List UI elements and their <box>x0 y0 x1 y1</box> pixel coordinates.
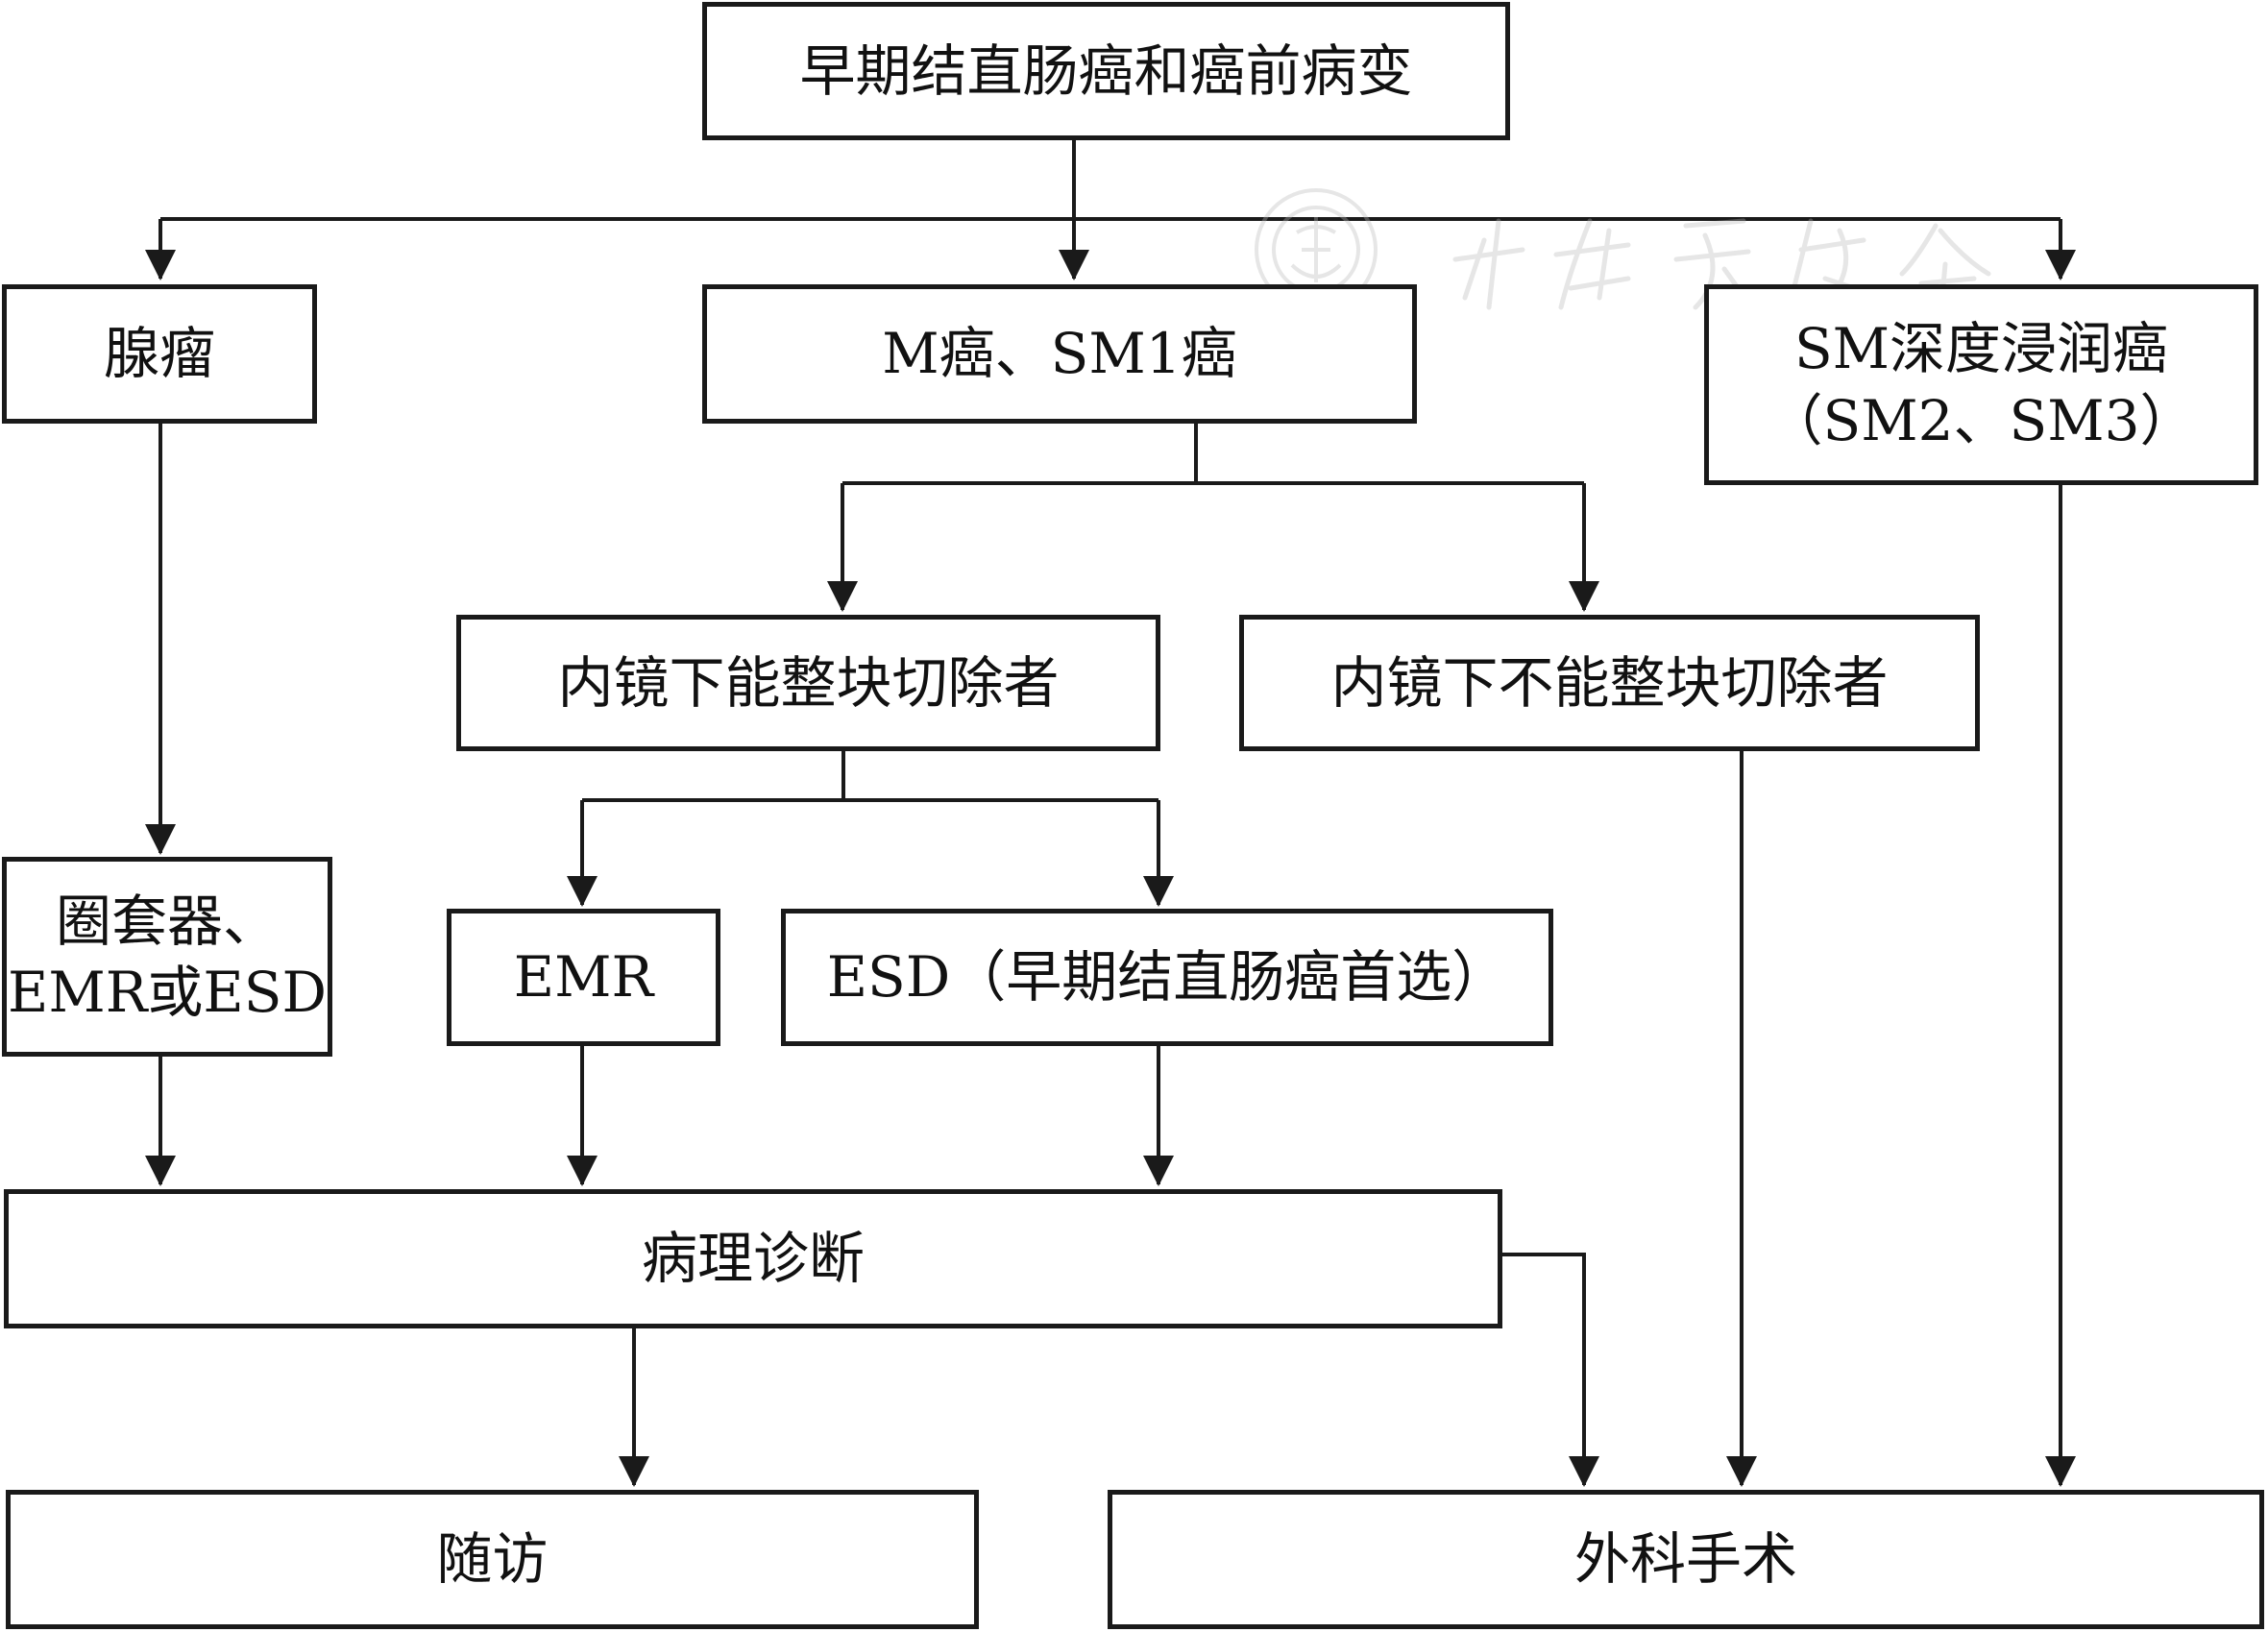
watermark-graphic <box>1255 188 1991 320</box>
watermark <box>1225 183 2070 327</box>
en-bloc-yes-node-label: 内镜下能整块切除者 <box>557 649 1060 716</box>
en-bloc-no-node-label: 内镜下不能整块切除者 <box>1330 649 1889 716</box>
follow-up-node: 随访 <box>6 1490 979 1629</box>
adenoma-node: 腺瘤 <box>2 284 317 424</box>
sm-deep-node: SM深度浸润癌 （SM2、SM3） <box>1704 284 2258 485</box>
surgery-node: 外科手术 <box>1108 1490 2264 1629</box>
pathology-node-label: 病理诊断 <box>641 1226 865 1292</box>
snare-node: 圈套器、 EMR或ESD <box>2 857 332 1057</box>
en-bloc-yes-node: 内镜下能整块切除者 <box>456 615 1160 751</box>
follow-up-node-label: 随访 <box>436 1526 549 1593</box>
surgery-node-label: 外科手术 <box>1573 1526 1797 1593</box>
pathology-node: 病理诊断 <box>4 1189 1502 1328</box>
emr-node-label: EMR <box>513 944 654 1011</box>
adenoma-node-label: 腺瘤 <box>103 321 215 387</box>
m-sm1-node: M癌、SM1癌 <box>702 284 1417 424</box>
m-sm1-node-label: M癌、SM1癌 <box>882 321 1237 387</box>
watermark-calligraphy <box>1452 218 1991 320</box>
root-node-label: 早期结直肠癌和癌前病变 <box>799 37 1413 104</box>
emr-node: EMR <box>447 909 720 1046</box>
snare-node-label-line2: EMR或ESD <box>8 960 327 1025</box>
esd-node: ESD（早期结直肠癌首选） <box>781 909 1553 1046</box>
esd-node-label: ESD（早期结直肠癌首选） <box>826 944 1508 1011</box>
root-node: 早期结直肠癌和癌前病变 <box>702 2 1510 140</box>
en-bloc-no-node: 内镜下不能整块切除者 <box>1239 615 1980 751</box>
arrow-pathology-to-surgery <box>1499 1253 1599 1487</box>
snare-node-label-line1: 圈套器、 <box>55 888 279 954</box>
sm-deep-node-label-line1: SM深度浸润癌 <box>1793 316 2169 382</box>
sm-deep-node-label-line2: （SM2、SM3） <box>1767 387 2196 453</box>
